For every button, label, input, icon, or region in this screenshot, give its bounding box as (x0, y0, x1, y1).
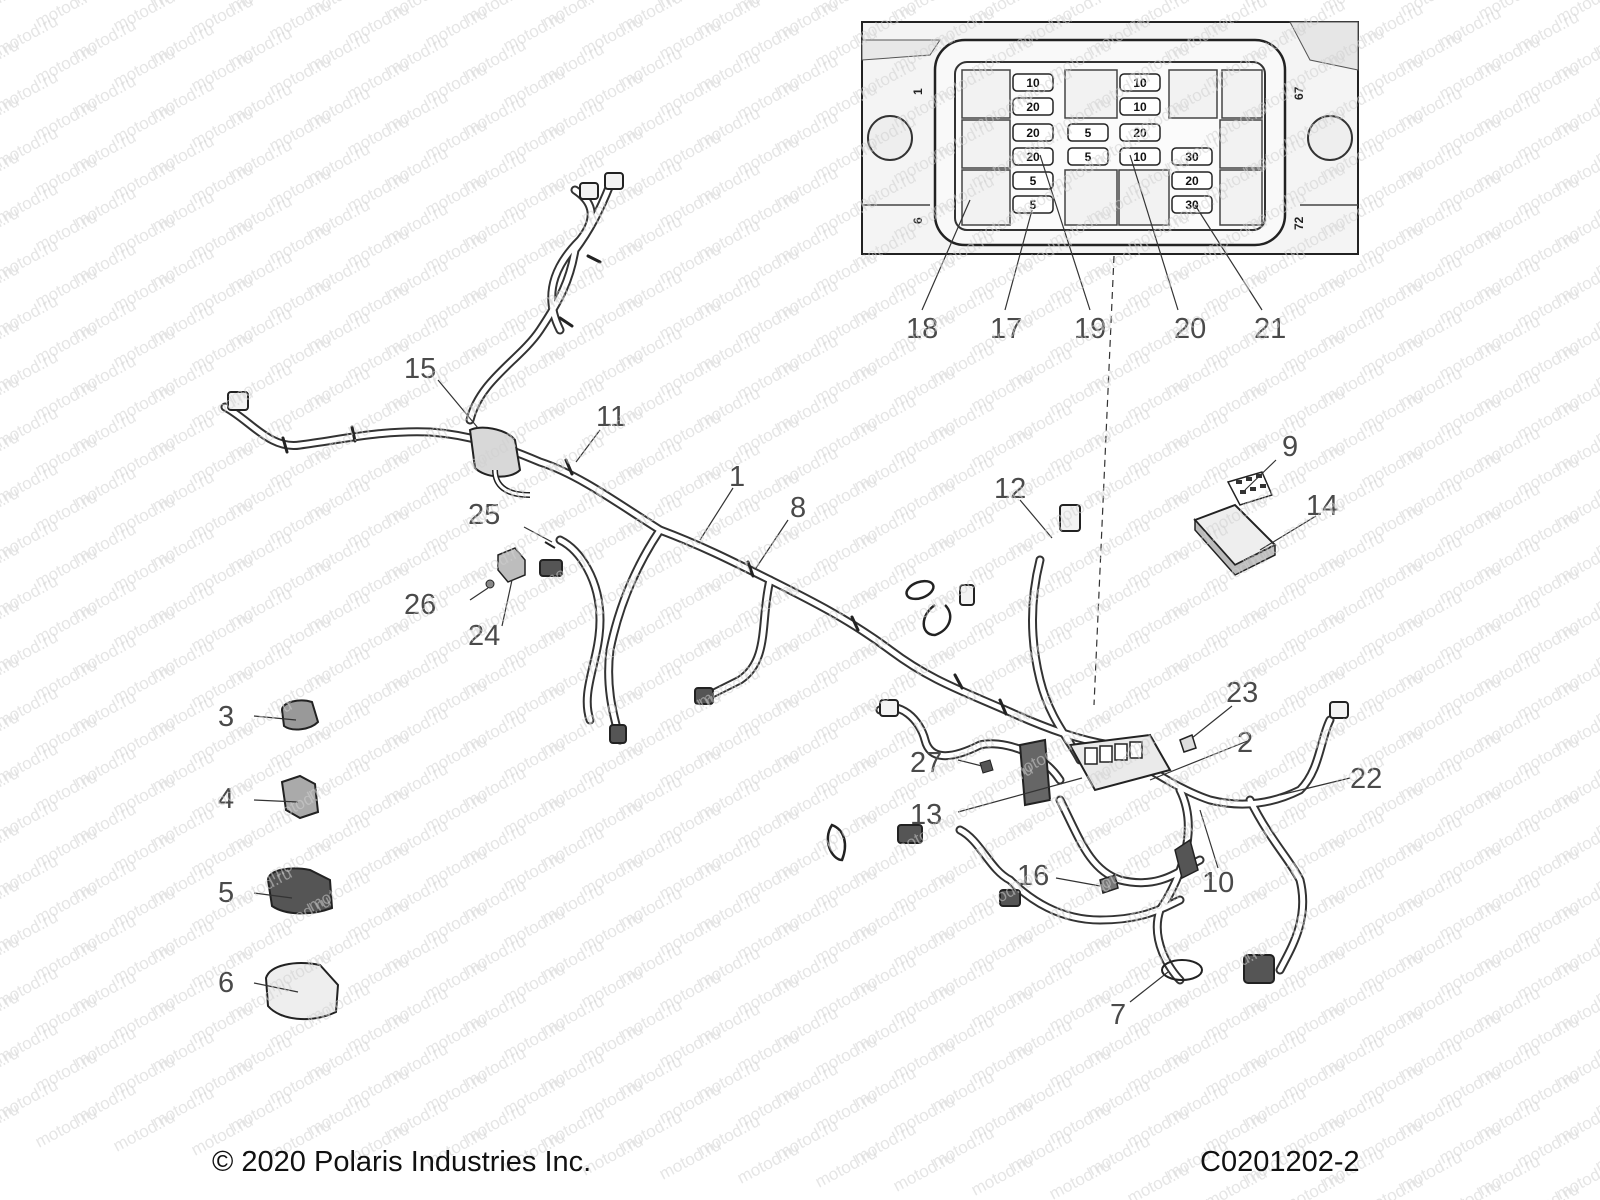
callout-21: 21 (1254, 313, 1286, 345)
fuse-box-inset: 10 20 20 20 5 5 5 5 10 10 20 10 30 20 30 1 67 6 72 (861, 21, 1359, 255)
fuse-3: 20 (1012, 123, 1054, 142)
connector-shell-6 (264, 962, 340, 1021)
callout-leaders (253, 379, 1351, 1003)
fuse-14: 20 (1171, 171, 1213, 190)
callout-14: 14 (1306, 490, 1338, 522)
fuse-value: 20 (1026, 150, 1040, 164)
callout-8: 8 (790, 492, 806, 524)
callout-15: 15 (404, 353, 436, 385)
fuse-value: 10 (1133, 150, 1147, 164)
harness-fuse-box (1068, 733, 1172, 792)
callout-16: 16 (1017, 860, 1049, 892)
callout-labels: 1 2 3 4 5 6 7 8 9 10 11 12 13 14 15 16 1… (218, 313, 1382, 1031)
figure-code: C0201202-2 (1200, 1146, 1360, 1178)
fuse-10: 10 (1119, 97, 1161, 116)
fuse-value: 5 (1030, 174, 1037, 188)
fuse-15: 30 (1171, 195, 1213, 214)
callout-5: 5 (218, 877, 234, 909)
callout-3: 3 (218, 701, 234, 733)
fuse-1: 10 (1012, 73, 1054, 92)
callout-17: 17 (990, 313, 1022, 345)
connector-shells (264, 699, 340, 1021)
fuse-label-sheet (1226, 471, 1274, 506)
fuse-7: 5 (1067, 123, 1109, 142)
callout-26: 26 (404, 589, 436, 621)
fuse-value: 20 (1185, 174, 1199, 188)
fuse-value: 5 (1030, 198, 1037, 212)
fuse-value: 30 (1185, 150, 1199, 164)
fuse-value: 20 (1026, 100, 1040, 114)
callout-19: 19 (1074, 313, 1106, 345)
callout-9: 9 (1282, 431, 1298, 463)
fuse-4: 20 (1012, 147, 1054, 166)
fuse-2: 20 (1012, 97, 1054, 116)
callout-20: 20 (1174, 313, 1206, 345)
fuse-value: 10 (1026, 76, 1040, 90)
inset-reference-line (1093, 255, 1115, 706)
fuse-12: 10 (1119, 147, 1161, 166)
fuse-11: 20 (1119, 123, 1161, 142)
relay-connector (1018, 738, 1052, 807)
callout-25: 25 (468, 499, 500, 531)
grommet-rings (826, 579, 952, 862)
callout-4: 4 (218, 783, 234, 815)
callout-1: 1 (729, 461, 745, 493)
callout-27: 27 (910, 747, 942, 779)
main-harness (220, 180, 1335, 985)
fuse-8: 5 (1067, 147, 1109, 166)
callout-23: 23 (1226, 677, 1258, 709)
fuse-value: 10 (1133, 76, 1147, 90)
fuse-value: 20 (1026, 126, 1040, 140)
fuse-13: 30 (1171, 147, 1213, 166)
fuse-5: 5 (1012, 171, 1054, 190)
callout-18: 18 (906, 313, 938, 345)
fuse-value: 20 (1133, 126, 1147, 140)
harness-connectors (227, 172, 1349, 984)
inset-side-number: 72 (1292, 216, 1306, 230)
callout-10: 10 (1202, 867, 1234, 899)
module-15 (468, 426, 531, 498)
inset-leaders (921, 154, 1263, 311)
fuse-value: 5 (1085, 126, 1092, 140)
callout-7: 7 (1110, 999, 1126, 1031)
inset-side-number: 1 (911, 88, 925, 95)
connector-shell-3 (280, 699, 320, 731)
callout-6: 6 (218, 967, 234, 999)
fuse-value: 5 (1085, 150, 1092, 164)
inset-side-number: 6 (911, 217, 925, 224)
inset-side-number: 67 (1292, 86, 1306, 100)
callout-22: 22 (1350, 763, 1382, 795)
fuse-9: 10 (1119, 73, 1161, 92)
copyright-text: © 2020 Polaris Industries Inc. (212, 1146, 592, 1178)
callout-12: 12 (994, 473, 1026, 505)
callout-24: 24 (468, 620, 500, 652)
connector-shell-5 (266, 867, 334, 915)
fuse-6: 5 (1012, 195, 1054, 214)
fuse-box-cover (1193, 503, 1277, 576)
fuse-value: 10 (1133, 100, 1147, 114)
callout-2: 2 (1237, 727, 1253, 759)
fuse-value: 30 (1185, 198, 1199, 212)
small-parts (485, 541, 1203, 981)
callout-11: 11 (596, 401, 626, 433)
callout-13: 13 (910, 799, 942, 831)
connector-shell-4 (280, 774, 320, 820)
